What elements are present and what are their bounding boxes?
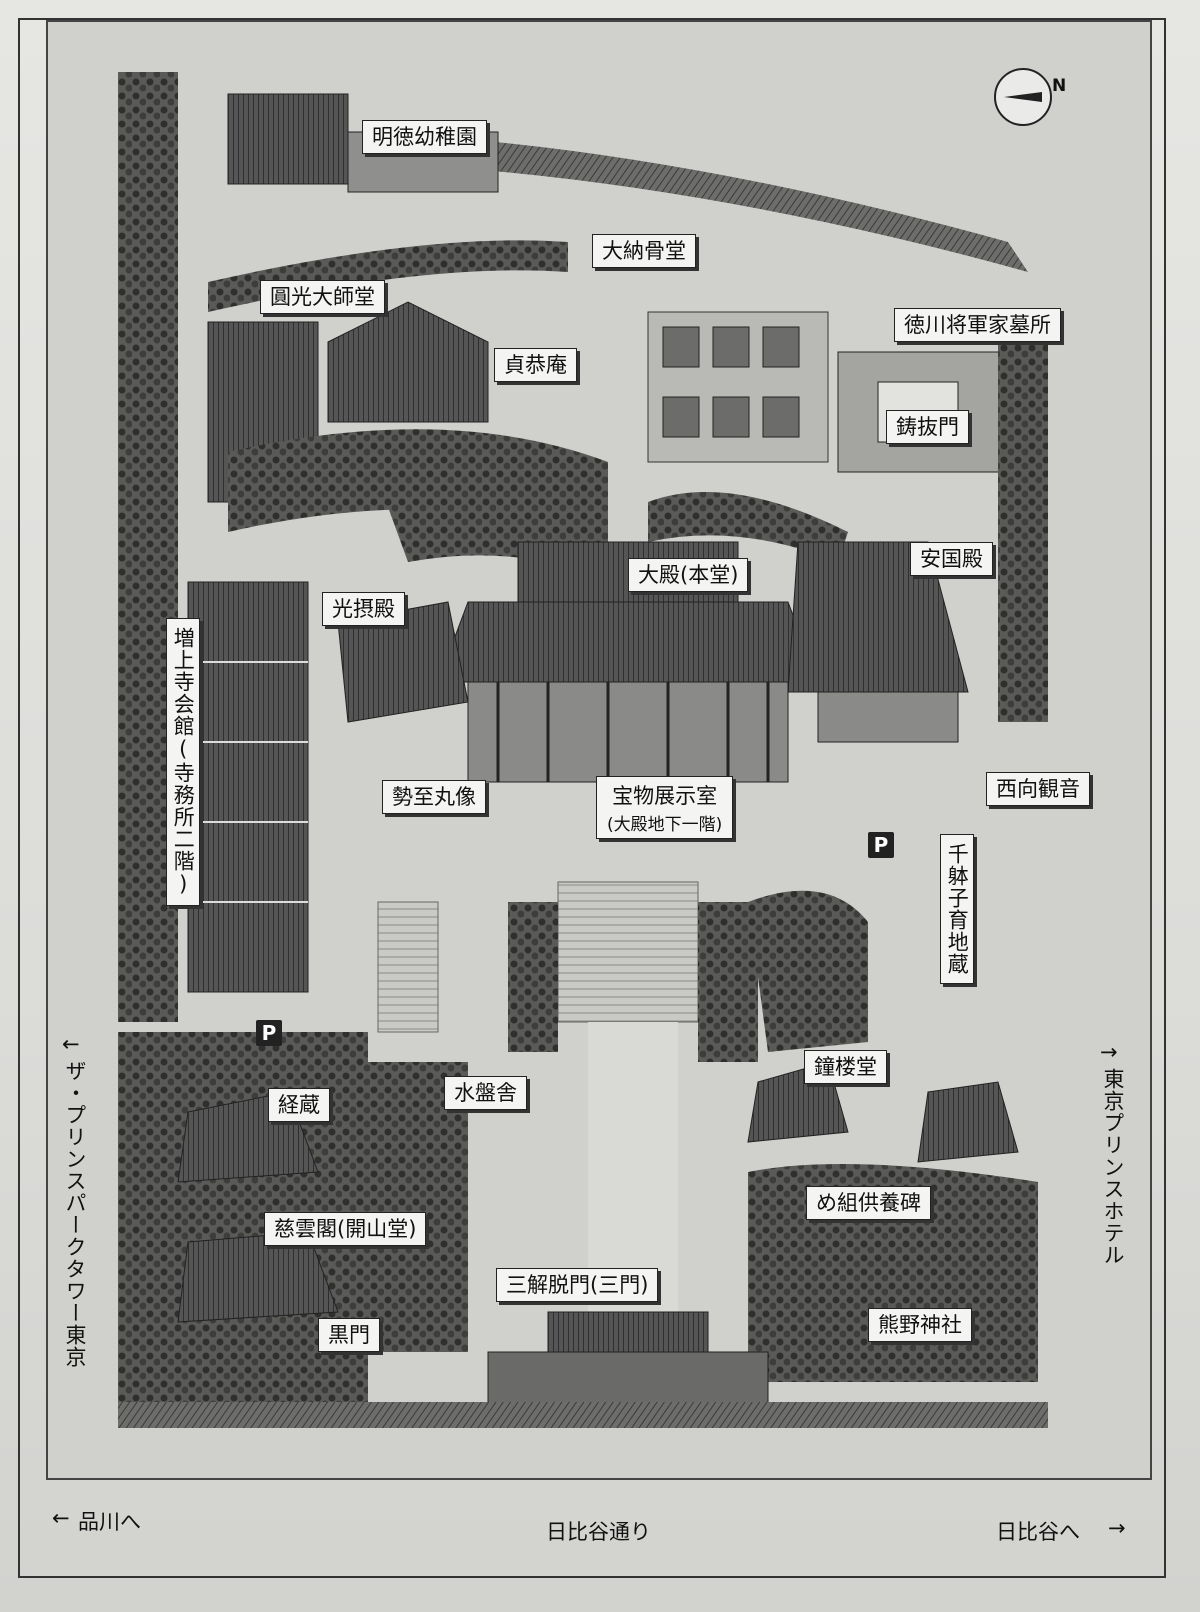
label-kaikan: 増上寺会館(寺務所二階) xyxy=(166,618,201,906)
ankokuden-roof xyxy=(787,541,969,693)
daiden-lower-roof xyxy=(437,601,819,683)
parking-east: P xyxy=(868,832,894,858)
parking-west: P xyxy=(256,1020,282,1046)
north-trees xyxy=(208,240,568,312)
meitoku-building xyxy=(227,93,349,185)
label-kosetsuden: 光摂殿 xyxy=(322,592,405,627)
label-homotsu: 宝物展示室 (大殿地下一階) xyxy=(596,776,734,839)
left-arrow-icon: ← xyxy=(62,1032,80,1056)
outer-frame xyxy=(18,18,1166,1578)
label-senbiki: 千躰子育地蔵 xyxy=(940,834,975,984)
bottom-left-arrow-icon: ← xyxy=(52,1506,70,1530)
kosetsuden-roof xyxy=(337,601,469,723)
bottom-right-arrow-icon: → xyxy=(1108,1516,1126,1540)
label-dainoukotsudo: 大納骨堂 xyxy=(592,234,696,269)
kaikan-building xyxy=(187,581,309,993)
label-saiko: 西向観音 xyxy=(986,772,1090,807)
north-wall xyxy=(348,132,1028,272)
compass-north-label: N xyxy=(1052,76,1067,96)
central-stairs xyxy=(557,881,699,1023)
left-destination: ザ・プリンスパークタワー東京 xyxy=(63,1060,87,1368)
label-homotsu-sub: (大殿地下一階) xyxy=(607,815,723,835)
label-teikyoan: 貞恭庵 xyxy=(494,348,577,383)
sangedatsu-roof xyxy=(547,1311,709,1353)
label-tokugawa: 徳川将軍家墓所 xyxy=(894,308,1061,343)
label-megumi: め組供養碑 xyxy=(806,1186,931,1221)
label-sangedatsu: 三解脱門(三門) xyxy=(496,1268,659,1303)
bottom-left-destination: 品川へ xyxy=(78,1510,141,1534)
east-trees xyxy=(998,342,1048,722)
label-ankokuden: 安国殿 xyxy=(910,542,993,577)
label-kyozo: 経蔵 xyxy=(268,1088,330,1123)
right-arrow-icon: → xyxy=(1100,1040,1118,1064)
label-homotsu-main: 宝物展示室 xyxy=(612,784,718,808)
right-destination: 東京プリンスホテル xyxy=(1101,1068,1125,1266)
compass-icon xyxy=(994,68,1052,126)
label-seishimaru: 勢至丸像 xyxy=(382,780,486,815)
bottom-road-name: 日比谷通り xyxy=(546,1520,651,1544)
label-kuromon: 黒門 xyxy=(318,1318,380,1353)
west-tree-strip xyxy=(118,72,178,1022)
label-daiden: 大殿(本堂) xyxy=(628,558,749,593)
central-approach xyxy=(588,1022,678,1362)
label-chunukimon: 鋳抜門 xyxy=(886,410,969,445)
label-suibansha: 水盤舎 xyxy=(444,1076,527,1111)
label-jiunkaku: 慈雲閣(開山堂) xyxy=(264,1212,427,1247)
label-enko: 圓光大師堂 xyxy=(260,280,385,315)
bottom-right-destination: 日比谷へ xyxy=(996,1520,1080,1544)
south-wall xyxy=(118,1402,1048,1428)
map-area: N 明徳幼稚園 大納骨堂 圓光大師堂 貞恭庵 徳川将軍家墓所 鋳抜門 安国殿 大… xyxy=(46,20,1152,1480)
label-shoro: 鐘楼堂 xyxy=(804,1050,887,1085)
label-meitoku: 明徳幼稚園 xyxy=(362,120,487,155)
label-kumano: 熊野神社 xyxy=(868,1308,972,1343)
